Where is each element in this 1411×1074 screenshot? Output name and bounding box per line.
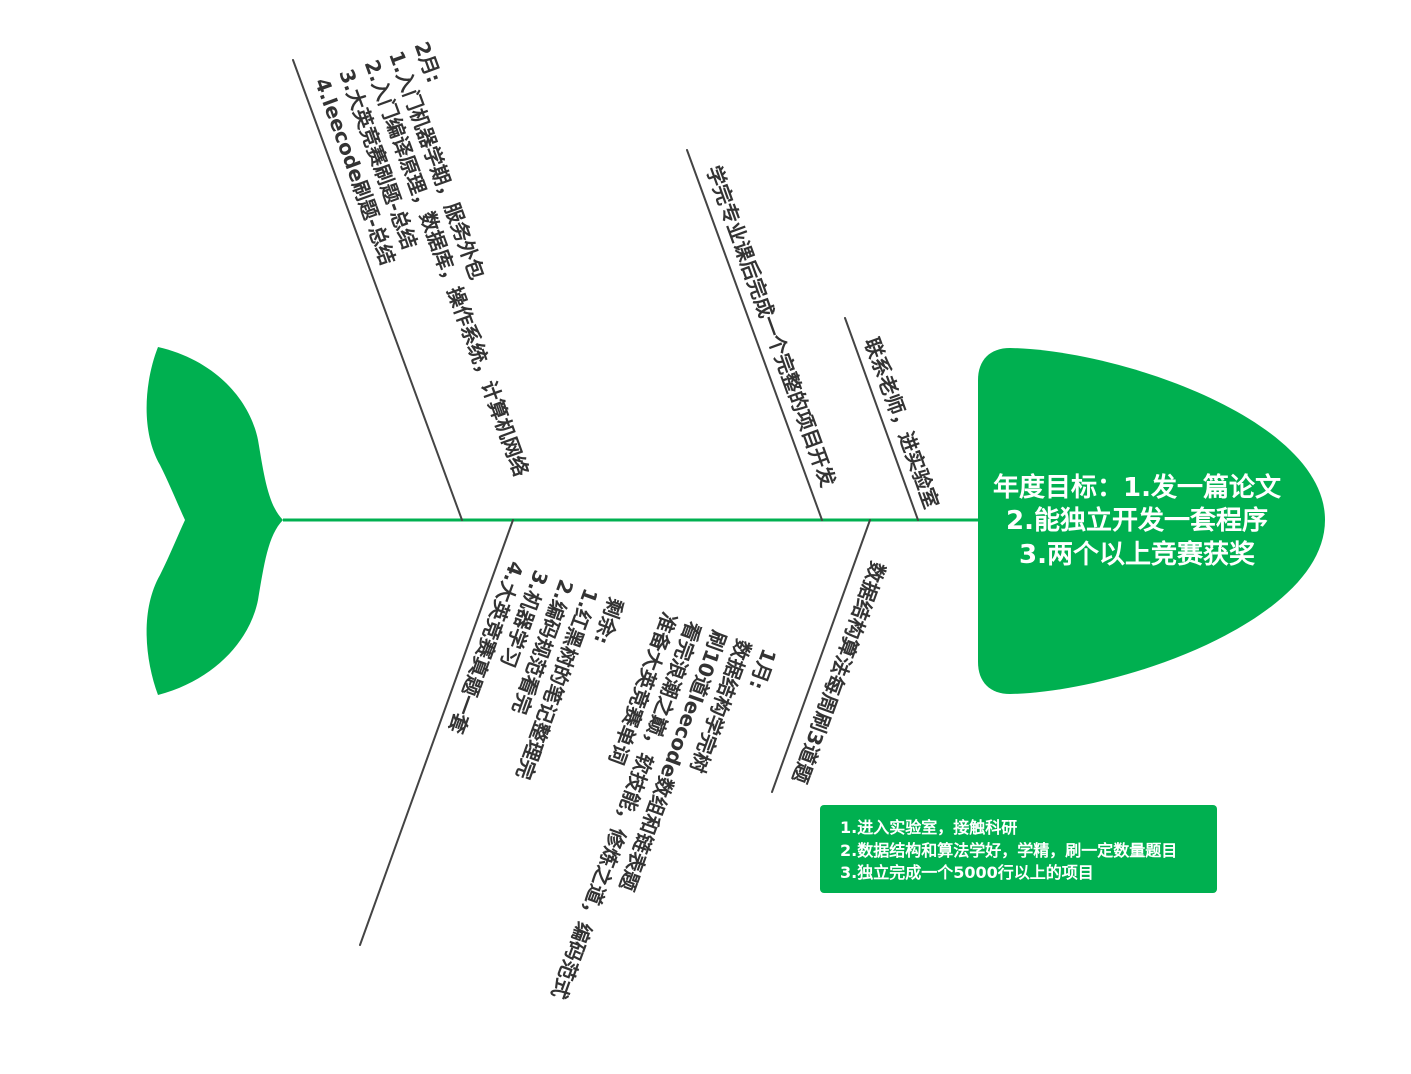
- summary-line: 2.数据结构和算法学好，学精，刷一定数量题目: [840, 840, 1178, 860]
- summary-line: 3.独立完成一个5000行以上的项目: [840, 863, 1094, 882]
- fish-head: [978, 348, 1325, 694]
- bone-lab: [844, 317, 919, 521]
- annual-goal-text: 年度目标：1.发一篇论文 2.能独立开发一套程序 3.两个以上竞赛获奖: [978, 348, 1296, 696]
- bone-remaining: [359, 519, 514, 946]
- bone-project: [686, 149, 823, 521]
- bone-algorithms: [771, 519, 871, 793]
- bone-feb: [292, 59, 463, 521]
- fish-tail: [146, 347, 283, 695]
- annual-goal-line: 3.两个以上竞赛获奖: [1019, 539, 1255, 570]
- summary-line: 1.进入实验室，接触科研: [840, 818, 1018, 837]
- annual-goal-line: 2.能独立开发一套程序: [1006, 506, 1268, 537]
- summary-note: 1.进入实验室，接触科研 2.数据结构和算法学好，学精，刷一定数量题目 3.独立…: [820, 805, 1217, 893]
- annual-goal-line: 年度目标：1.发一篇论文: [993, 472, 1281, 503]
